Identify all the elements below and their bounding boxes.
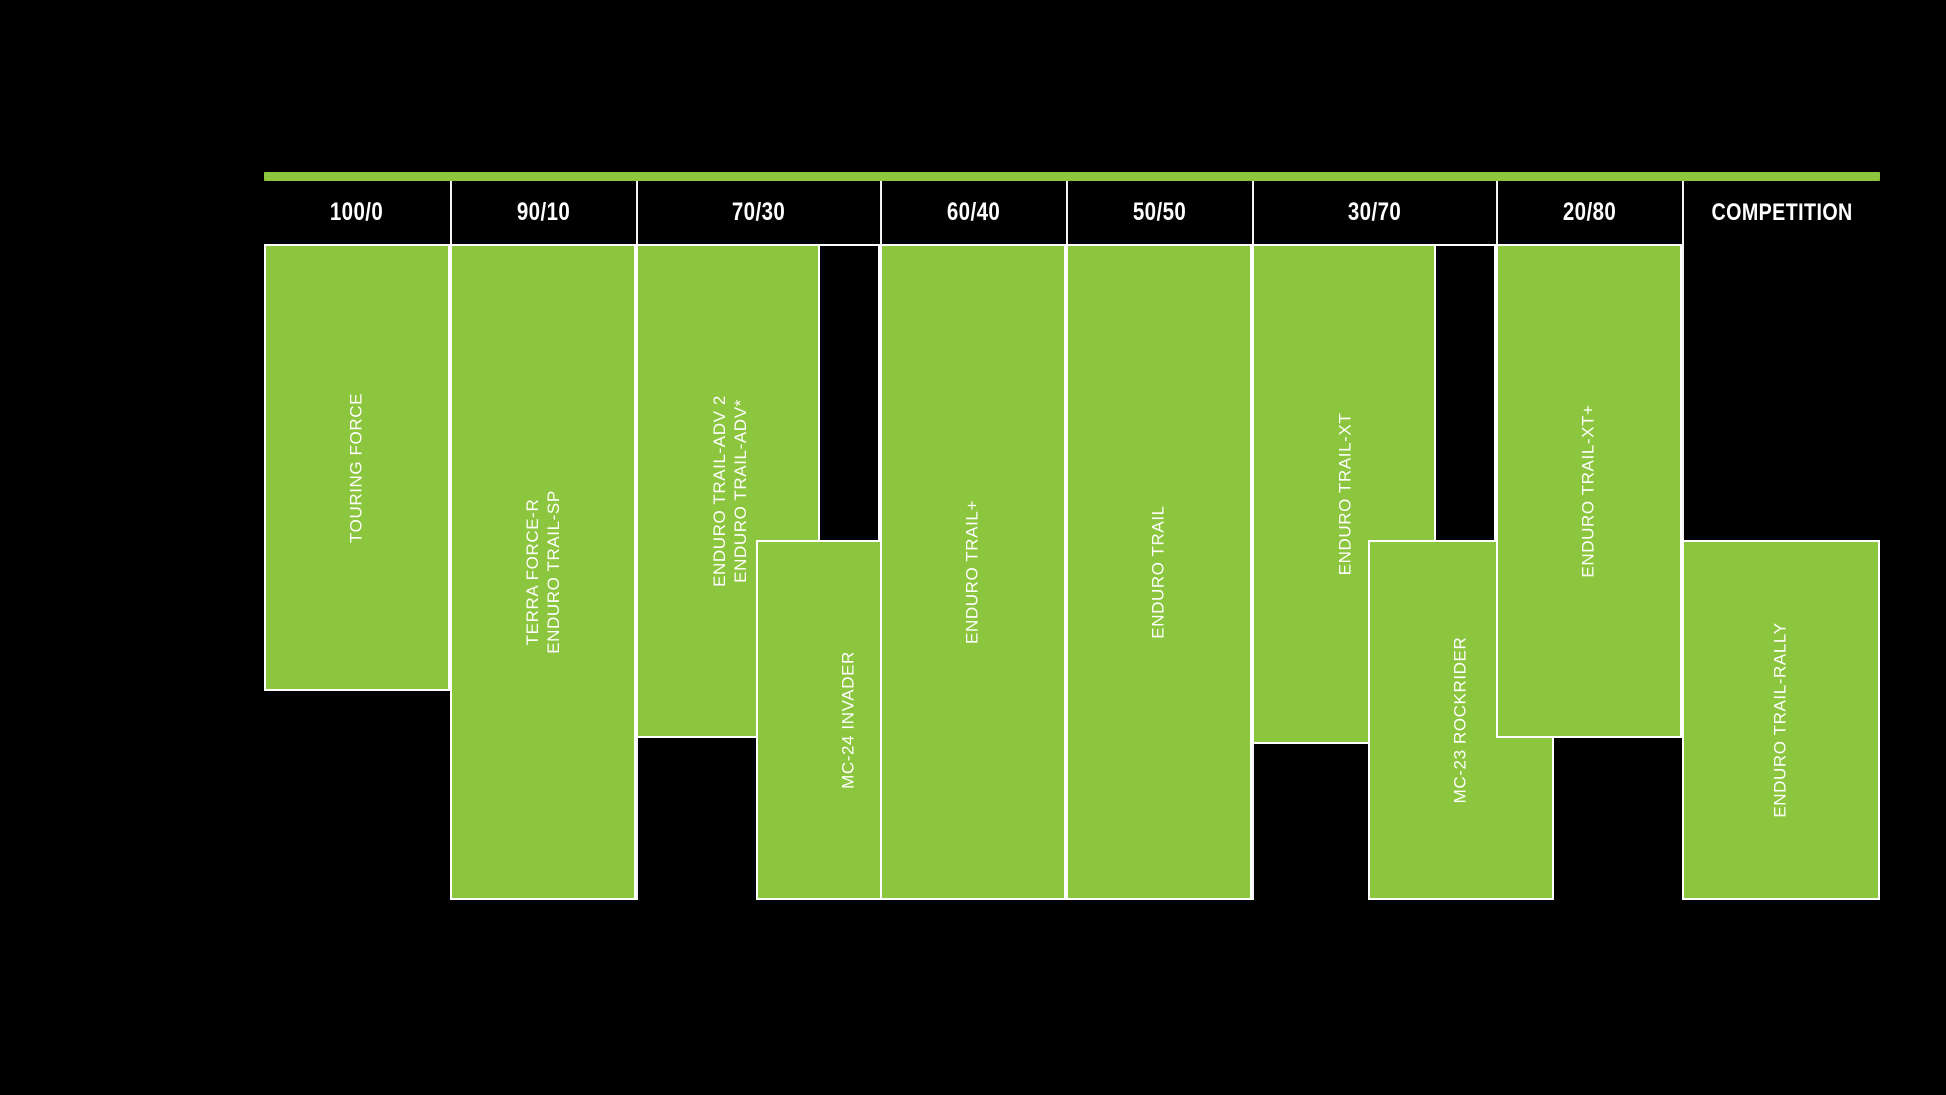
bar-enduro-trail-xt-plus[interactable]: ENDURO TRAIL-XT+ (1496, 244, 1682, 738)
header-cell-100-0[interactable]: 100/0 (264, 181, 450, 244)
bar-label: ENDURO TRAIL+ (962, 500, 982, 644)
bar-label: TOURING FORCE (346, 392, 366, 543)
header-label: 90/10 (517, 198, 571, 226)
bar-touring-force[interactable]: TOURING FORCE (264, 244, 450, 691)
header-label: 50/50 (1133, 198, 1187, 226)
top-accent-rule (264, 172, 1880, 181)
header-cell-60-40[interactable]: 60/40 (880, 181, 1066, 244)
header-label: COMPETITION (1711, 198, 1853, 226)
header-cell-30-70[interactable]: 30/70 (1252, 181, 1496, 244)
header-cell-50-50[interactable]: 50/50 (1066, 181, 1252, 244)
bar-label-line-2: ENDURO TRAIL-ADV* (731, 399, 750, 583)
gap-notch-30-70 (1434, 244, 1496, 578)
header-cell-competition[interactable]: COMPETITION (1682, 181, 1880, 244)
header-cell-90-10[interactable]: 90/10 (450, 181, 636, 244)
header-cell-70-30[interactable]: 70/30 (636, 181, 880, 244)
bar-label: ENDURO TRAIL (1148, 505, 1168, 639)
tire-range-chart: 100/0 90/10 70/30 60/40 50/50 30/70 20/8… (264, 172, 1880, 900)
bar-enduro-trail-rally[interactable]: ENDURO TRAIL-RALLY (1682, 540, 1880, 900)
bar-enduro-trail-plus[interactable]: ENDURO TRAIL+ (880, 244, 1066, 900)
bar-label: ENDURO TRAIL-RALLY (1770, 622, 1790, 818)
bar-label-line-1: TERRA FORCE-R (522, 498, 542, 646)
bar-enduro-trail[interactable]: ENDURO TRAIL (1066, 244, 1252, 900)
chart-header-row: 100/0 90/10 70/30 60/40 50/50 30/70 20/8… (264, 181, 1880, 244)
bar-label: ENDURO TRAIL-XT (1335, 412, 1355, 576)
bar-label: ENDURO TRAIL-XT+ (1578, 404, 1598, 578)
header-label: 30/70 (1348, 198, 1402, 226)
header-label: 60/40 (947, 198, 1001, 226)
bar-label-line-2: ENDURO TRAIL-SP (544, 490, 563, 654)
bar-label: MC-24 INVADER (838, 651, 858, 789)
gap-notch-70-30 (818, 244, 880, 578)
header-cell-20-80[interactable]: 20/80 (1496, 181, 1682, 244)
bar-label: MC-23 ROCKRIDER (1450, 636, 1470, 804)
bar-label-line-1: ENDURO TRAIL-ADV 2 (709, 395, 729, 587)
header-label: 70/30 (732, 198, 786, 226)
header-label: 100/0 (330, 198, 384, 226)
header-label: 20/80 (1563, 198, 1617, 226)
